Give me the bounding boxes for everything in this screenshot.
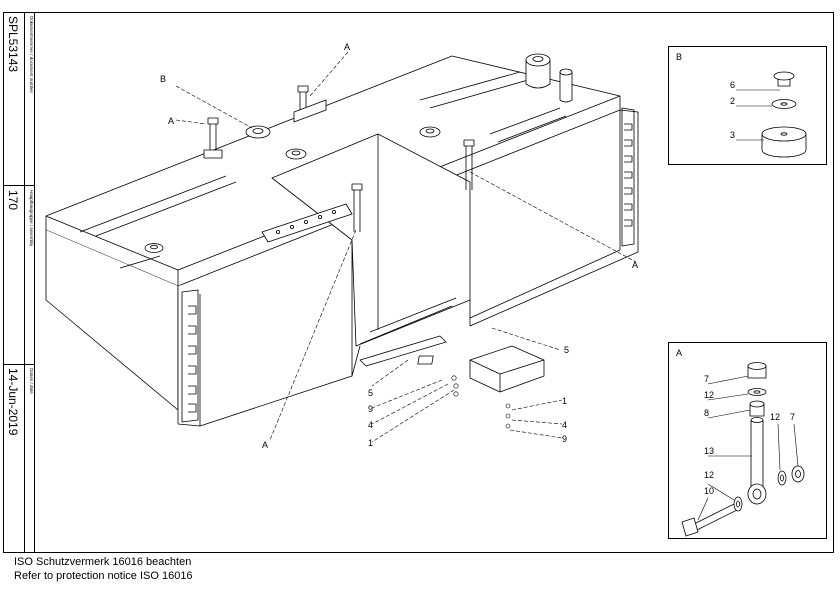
lower-bar <box>359 335 447 367</box>
title-block: Dokumentnummer / document number SPL5314… <box>3 12 35 552</box>
part-label-5-left: 5 <box>368 388 373 398</box>
detail-a: A <box>668 342 827 539</box>
detail-a-title: A <box>676 348 682 358</box>
detail-a-label-12-right: 12 <box>770 412 780 422</box>
callout-a-label-right: A <box>632 260 638 270</box>
support-block <box>417 345 545 393</box>
detail-a-label-13: 13 <box>704 446 714 456</box>
fuel-port-4 <box>144 243 164 253</box>
sheet-frame <box>3 12 834 553</box>
part-label-4-left: 4 <box>368 420 373 430</box>
part-label-5-right: 5 <box>564 345 569 355</box>
part-label-9-left: 9 <box>368 404 373 414</box>
detail-b: B 6 2 3 <box>668 46 827 165</box>
tank-main-view <box>45 53 639 427</box>
part-label-4-right: 4 <box>562 420 567 430</box>
detail-a-nut-right <box>791 465 805 483</box>
detail-a-washer-right <box>777 470 787 486</box>
tank-front-face <box>177 240 353 427</box>
detail-a-nut-top <box>747 362 767 379</box>
detail-a-label-7: 7 <box>704 374 709 384</box>
callout-a-label-bottom: A <box>262 440 268 450</box>
detail-a-label-10: 10 <box>704 486 714 496</box>
mount-bolt-right <box>463 139 475 190</box>
detail-a-label-12: 12 <box>704 390 714 400</box>
small-fasteners <box>451 375 511 429</box>
right-bracket-notches <box>621 107 635 247</box>
part-label-1-left: 1 <box>368 438 373 448</box>
breather-pipe <box>559 68 573 103</box>
part-label-9-right: 9 <box>562 434 567 444</box>
mount-bolt-top <box>293 85 327 123</box>
detail-a-frame <box>668 342 827 539</box>
filler-cap <box>525 53 551 89</box>
detail-b-label-2: 2 <box>730 96 735 106</box>
left-bracket-notches <box>181 289 199 423</box>
date-label: Datum / date <box>29 368 34 394</box>
mount-bolt-left <box>203 117 223 159</box>
tank-right-face <box>469 109 639 327</box>
assembly-number: 170 <box>6 190 20 210</box>
fuel-port-1 <box>245 125 271 139</box>
detail-b-label-3: 3 <box>730 130 735 140</box>
detail-a-tie-rod <box>747 417 767 505</box>
mount-bolt-front <box>351 183 363 232</box>
main-leaders <box>175 51 637 443</box>
assembly-label: Hauptbaugruppe / assembly <box>29 190 34 247</box>
detail-a-label-8: 8 <box>704 408 709 418</box>
fuel-port-3 <box>419 126 441 138</box>
detail-a-label-7-right: 7 <box>790 412 795 422</box>
iso-notice-de: ISO Schutzvermerk 16016 beachten <box>14 556 192 568</box>
callout-a-label-top: A <box>344 42 350 52</box>
detail-b-washer <box>771 99 797 109</box>
main-view-labels: B A A A A 5 5 9 4 1 1 4 9 <box>160 42 638 450</box>
detail-a-bushing <box>749 400 765 417</box>
iso-notice-en: Refer to protection notice ISO 16016 <box>14 570 193 582</box>
detail-b-plug <box>773 71 795 87</box>
detail-b-pad <box>761 126 807 158</box>
detail-b-title: B <box>676 52 682 62</box>
doc-number: SPL53143 <box>6 16 20 72</box>
callout-b-label: B <box>160 74 166 84</box>
date-value: 14-Jun-2019 <box>6 368 20 436</box>
detail-a-label-12-bottom: 12 <box>704 470 714 480</box>
detail-a-washer-left <box>733 496 743 512</box>
callout-a-label-left: A <box>168 116 174 126</box>
fuel-port-2 <box>285 148 307 160</box>
detail-b-label-6: 6 <box>730 80 735 90</box>
part-label-1-right: 1 <box>562 396 567 406</box>
doc-number-label: Dokumentnummer / document number <box>29 16 34 94</box>
detail-a-washer-top <box>747 388 767 396</box>
